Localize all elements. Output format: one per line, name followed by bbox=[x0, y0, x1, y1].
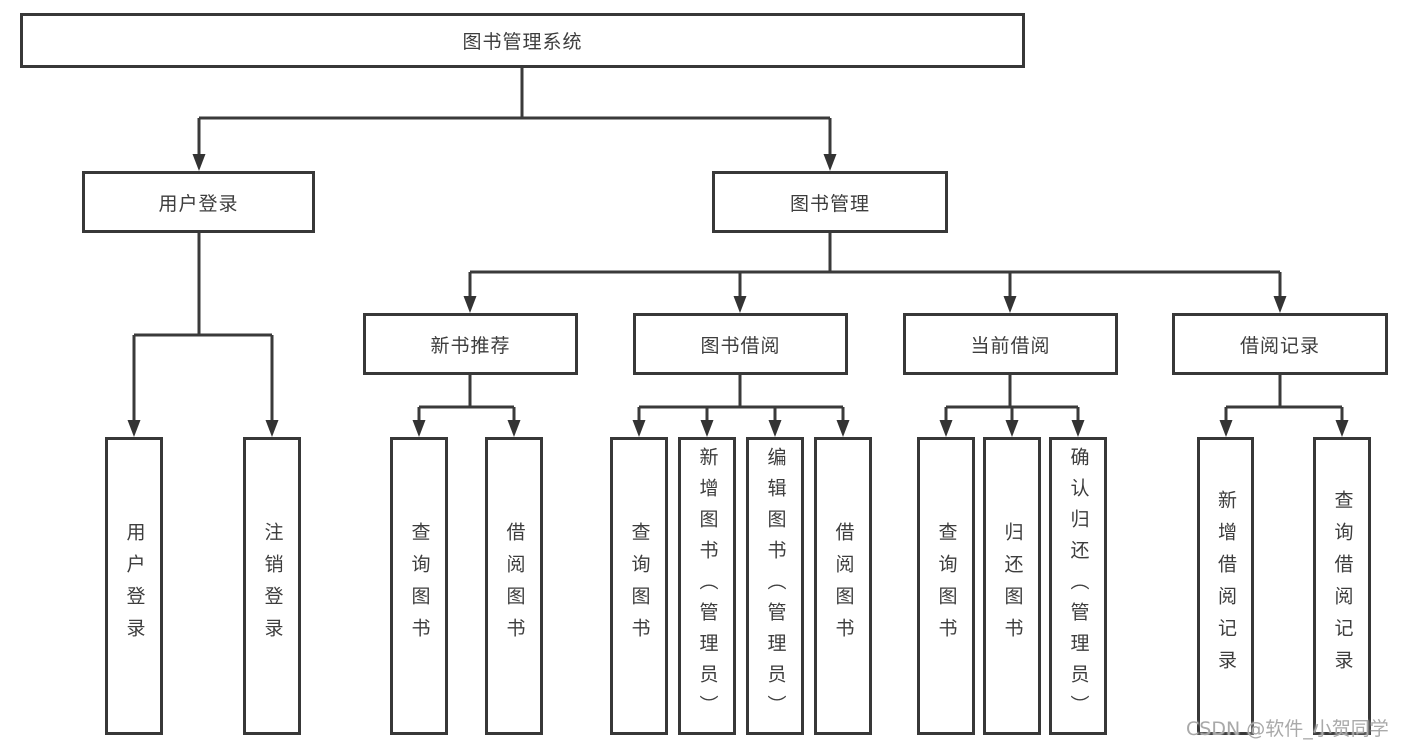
leaf-add-borrow-record-label: 新增借阅记录 bbox=[1215, 490, 1237, 682]
connector-newbook-to-children bbox=[412, 375, 521, 437]
leaf-add-books-admin-label: 新增图书（管理员） bbox=[696, 446, 719, 726]
connector-bookmgmt-to-level3 bbox=[463, 233, 1287, 313]
leaf-logout: 注销登录 bbox=[243, 437, 301, 735]
node-book-borrow: 图书借阅 bbox=[633, 313, 848, 375]
leaf-borrow-books-recommend: 借阅图书 bbox=[485, 437, 543, 735]
leaf-query-borrow-record: 查询借阅记录 bbox=[1313, 437, 1371, 735]
leaf-query-books-borrow: 查询图书 bbox=[610, 437, 668, 735]
node-user-login-label: 用户登录 bbox=[158, 192, 239, 215]
node-root-system: 图书管理系统 bbox=[20, 13, 1025, 68]
connector-current-to-children bbox=[939, 375, 1085, 437]
leaf-query-books-recommend: 查询图书 bbox=[390, 437, 448, 735]
node-borrow-records: 借阅记录 bbox=[1172, 313, 1388, 375]
connector-borrow-to-children bbox=[632, 375, 850, 437]
node-new-book-recommend: 新书推荐 bbox=[363, 313, 578, 375]
leaf-edit-books-admin: 编辑图书（管理员） bbox=[746, 437, 804, 735]
leaf-query-borrow-record-label: 查询借阅记录 bbox=[1331, 490, 1354, 682]
leaf-add-books-admin: 新增图书（管理员） bbox=[678, 437, 736, 735]
node-root-label: 图书管理系统 bbox=[462, 31, 583, 53]
node-book-management: 图书管理 bbox=[712, 171, 948, 233]
leaf-return-books-label: 归还图书 bbox=[1001, 522, 1024, 650]
node-book-management-label: 图书管理 bbox=[789, 192, 870, 215]
leaf-confirm-return-admin-label: 确认归还（管理员） bbox=[1067, 446, 1090, 726]
leaf-query-books-recommend-label: 查询图书 bbox=[408, 522, 431, 650]
watermark: CSDN @软件_小贺同学 bbox=[1186, 718, 1389, 740]
leaf-query-books-current: 查询图书 bbox=[917, 437, 975, 735]
connector-userlogin-to-children bbox=[127, 233, 279, 437]
leaf-borrow-books: 借阅图书 bbox=[814, 437, 872, 735]
leaf-query-books-borrow-label: 查询图书 bbox=[628, 522, 651, 650]
leaf-edit-books-admin-label: 编辑图书（管理员） bbox=[764, 446, 787, 726]
leaf-logout-label: 注销登录 bbox=[261, 522, 284, 650]
leaf-add-borrow-record: 新增借阅记录 bbox=[1197, 437, 1254, 735]
leaf-borrow-books-recommend-label: 借阅图书 bbox=[503, 522, 526, 650]
node-new-book-recommend-label: 新书推荐 bbox=[430, 334, 511, 357]
leaf-confirm-return-admin: 确认归还（管理员） bbox=[1049, 437, 1107, 735]
leaf-query-books-current-label: 查询图书 bbox=[935, 522, 958, 650]
node-user-login: 用户登录 bbox=[82, 171, 315, 233]
node-borrow-records-label: 借阅记录 bbox=[1239, 334, 1320, 357]
node-current-borrow: 当前借阅 bbox=[903, 313, 1118, 375]
node-current-borrow-label: 当前借阅 bbox=[970, 334, 1051, 357]
node-book-borrow-label: 图书借阅 bbox=[700, 334, 781, 357]
leaf-borrow-books-label: 借阅图书 bbox=[832, 522, 855, 650]
leaf-user-login-label: 用户登录 bbox=[123, 522, 146, 650]
leaf-return-books: 归还图书 bbox=[983, 437, 1041, 735]
connector-records-to-children bbox=[1219, 375, 1349, 437]
leaf-user-login: 用户登录 bbox=[105, 437, 163, 735]
connector-root-to-level2 bbox=[192, 68, 837, 171]
